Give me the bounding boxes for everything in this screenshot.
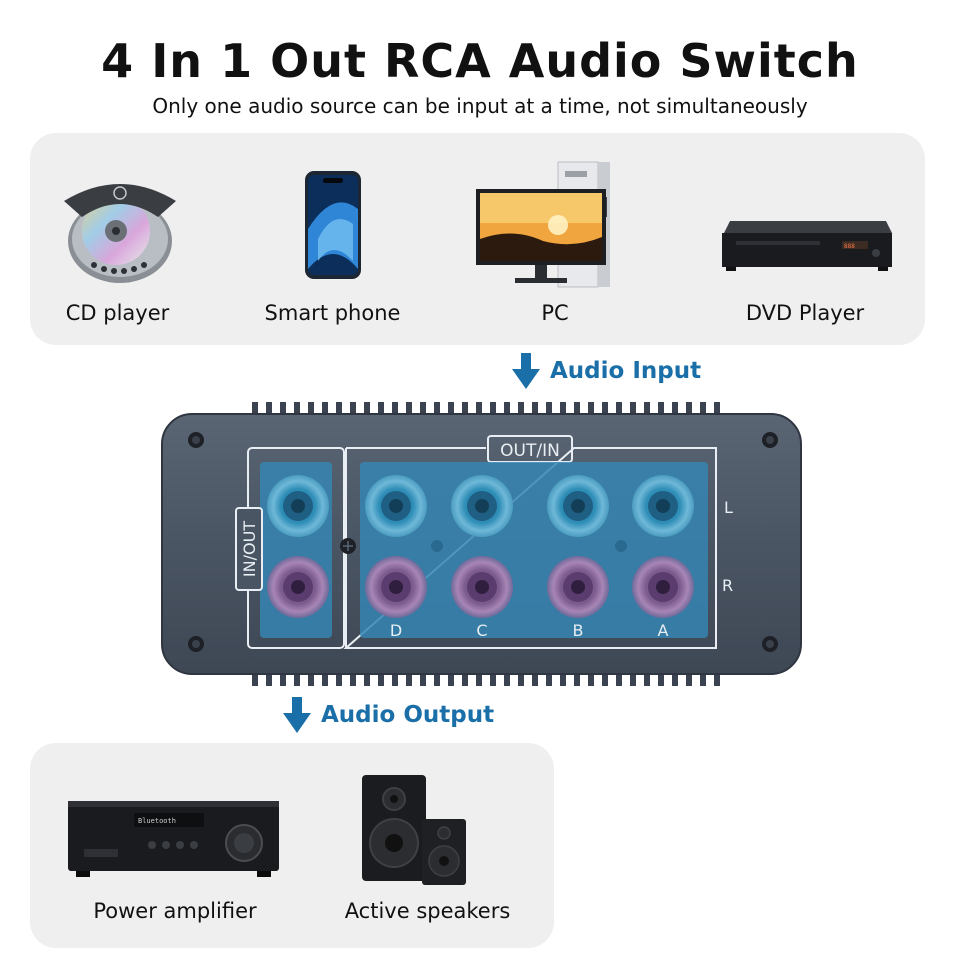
page-subtitle: Only one audio source can be input at a … [152, 94, 808, 118]
device-label: Smart phone [264, 301, 401, 325]
out-in-section: OUT/IN [343, 435, 717, 649]
svg-text:888: 888 [844, 243, 855, 250]
in-out-label: IN/OUT [240, 521, 259, 577]
port-label-b: B [573, 621, 584, 640]
cd-player-icon [64, 184, 176, 283]
rca-jack-right-output [267, 556, 329, 618]
out-in-label: OUT/IN [500, 441, 560, 461]
port-label-d: D [390, 621, 402, 640]
device-label: CD player [65, 301, 170, 325]
smartphone-icon [305, 171, 361, 279]
device-smartphone: Smart phone [255, 133, 410, 345]
rca-jack-a-left [632, 475, 694, 537]
device-active-speakers: Active speakers [330, 743, 525, 948]
rca-jacks [267, 475, 694, 618]
rca-jack-a-right [632, 556, 694, 618]
rca-jack-c-left [451, 475, 513, 537]
audio-input-label: Audio Input [550, 358, 702, 384]
rca-switch-device: OUT/IN IN/OUT L R D C B A [161, 402, 802, 686]
rca-jack-d-right [365, 556, 427, 618]
port-label-a: A [658, 621, 669, 640]
device-label: DVD Player [745, 301, 865, 325]
rca-jack-b-right [547, 556, 609, 618]
power-amplifier-icon: Bluetooth [68, 801, 279, 877]
device-label: Active speakers [344, 899, 511, 923]
output-devices-panel: Bluetooth Power amplifier Active speaker… [30, 743, 554, 948]
audio-output-label: Audio Output [321, 702, 495, 728]
channel-left-label: L [724, 498, 733, 517]
speakers-icon [362, 775, 466, 885]
svg-text:Bluetooth: Bluetooth [138, 817, 176, 825]
device-dvd-player: 888 DVD Player [710, 133, 900, 345]
dvd-player-icon: 888 [722, 221, 892, 271]
device-label: Power amplifier [93, 899, 257, 923]
audio-output-flow: Audio Output [283, 697, 494, 733]
device-power-amplifier: Bluetooth Power amplifier [50, 743, 300, 948]
rca-jack-c-right [451, 556, 513, 618]
audio-input-flow: Audio Input [512, 353, 701, 389]
page-title: 4 In 1 Out RCA Audio Switch [101, 34, 859, 88]
arrow-down-icon [512, 353, 540, 389]
port-label-c: C [476, 621, 487, 640]
device-label: PC [541, 301, 569, 325]
screw-icon [188, 432, 778, 652]
desktop-pc-icon [476, 161, 610, 288]
screw-icon [340, 538, 627, 554]
input-devices-panel: CD player Smart phone PC [30, 133, 925, 345]
arrow-down-icon [283, 697, 311, 733]
rca-jack-d-left [365, 475, 427, 537]
rca-jack-left-output [267, 475, 329, 537]
channel-right-label: R [722, 576, 733, 595]
rca-jack-b-left [547, 475, 609, 537]
device-pc: PC [470, 133, 640, 345]
device-cd-player: CD player [50, 133, 185, 345]
